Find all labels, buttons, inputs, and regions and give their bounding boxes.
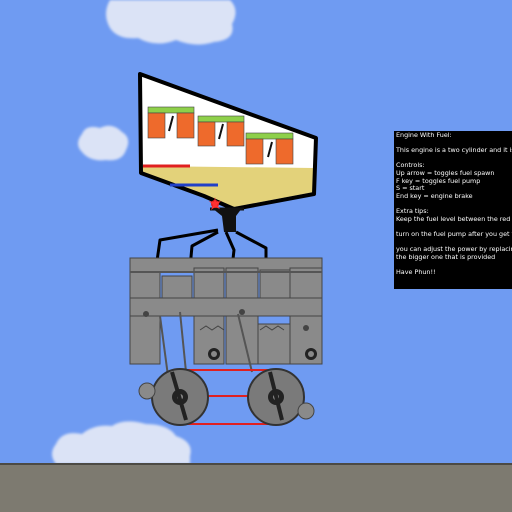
cloud-top bbox=[106, 0, 236, 45]
info-line: Have Phun!! bbox=[396, 267, 436, 276]
piston-1 bbox=[147, 106, 195, 139]
info-line: End key = engine brake bbox=[396, 191, 473, 200]
counterweight-left bbox=[138, 382, 156, 400]
cloud-bottom bbox=[52, 421, 191, 464]
info-line: Up arrow = toggles fuel spawn bbox=[396, 168, 495, 177]
info-line: Engine With Fuel: bbox=[396, 131, 452, 139]
info-line: Controls: bbox=[396, 161, 425, 170]
ground bbox=[0, 463, 512, 512]
wheel-right bbox=[247, 368, 305, 426]
fuel-level bbox=[142, 166, 314, 207]
fuel-hopper bbox=[138, 72, 318, 211]
cloud-left bbox=[78, 125, 129, 161]
info-panel: Engine With Fuel: This engine is a two cy… bbox=[394, 131, 512, 289]
wheel-left bbox=[151, 368, 209, 426]
piston-2 bbox=[197, 115, 245, 147]
info-line: S = start bbox=[396, 184, 425, 193]
info-line: you can adjust the power by replacin bbox=[396, 244, 512, 253]
fuel-funnel bbox=[210, 207, 244, 232]
info-line: Extra tips: bbox=[396, 206, 429, 215]
spark-icon bbox=[209, 197, 221, 210]
piston-3 bbox=[245, 132, 294, 165]
info-line: This engine is a two cylinder and it is bbox=[396, 146, 512, 155]
engine-block bbox=[129, 257, 323, 377]
counterweight-right bbox=[297, 402, 315, 420]
info-line: F key = toggles fuel pump bbox=[396, 176, 481, 185]
info-line: turn on the fuel pump after you get t bbox=[396, 229, 512, 238]
info-line: the bigger one that is provided bbox=[396, 252, 496, 261]
info-line: Keep the fuel level between the red bbox=[396, 214, 511, 223]
